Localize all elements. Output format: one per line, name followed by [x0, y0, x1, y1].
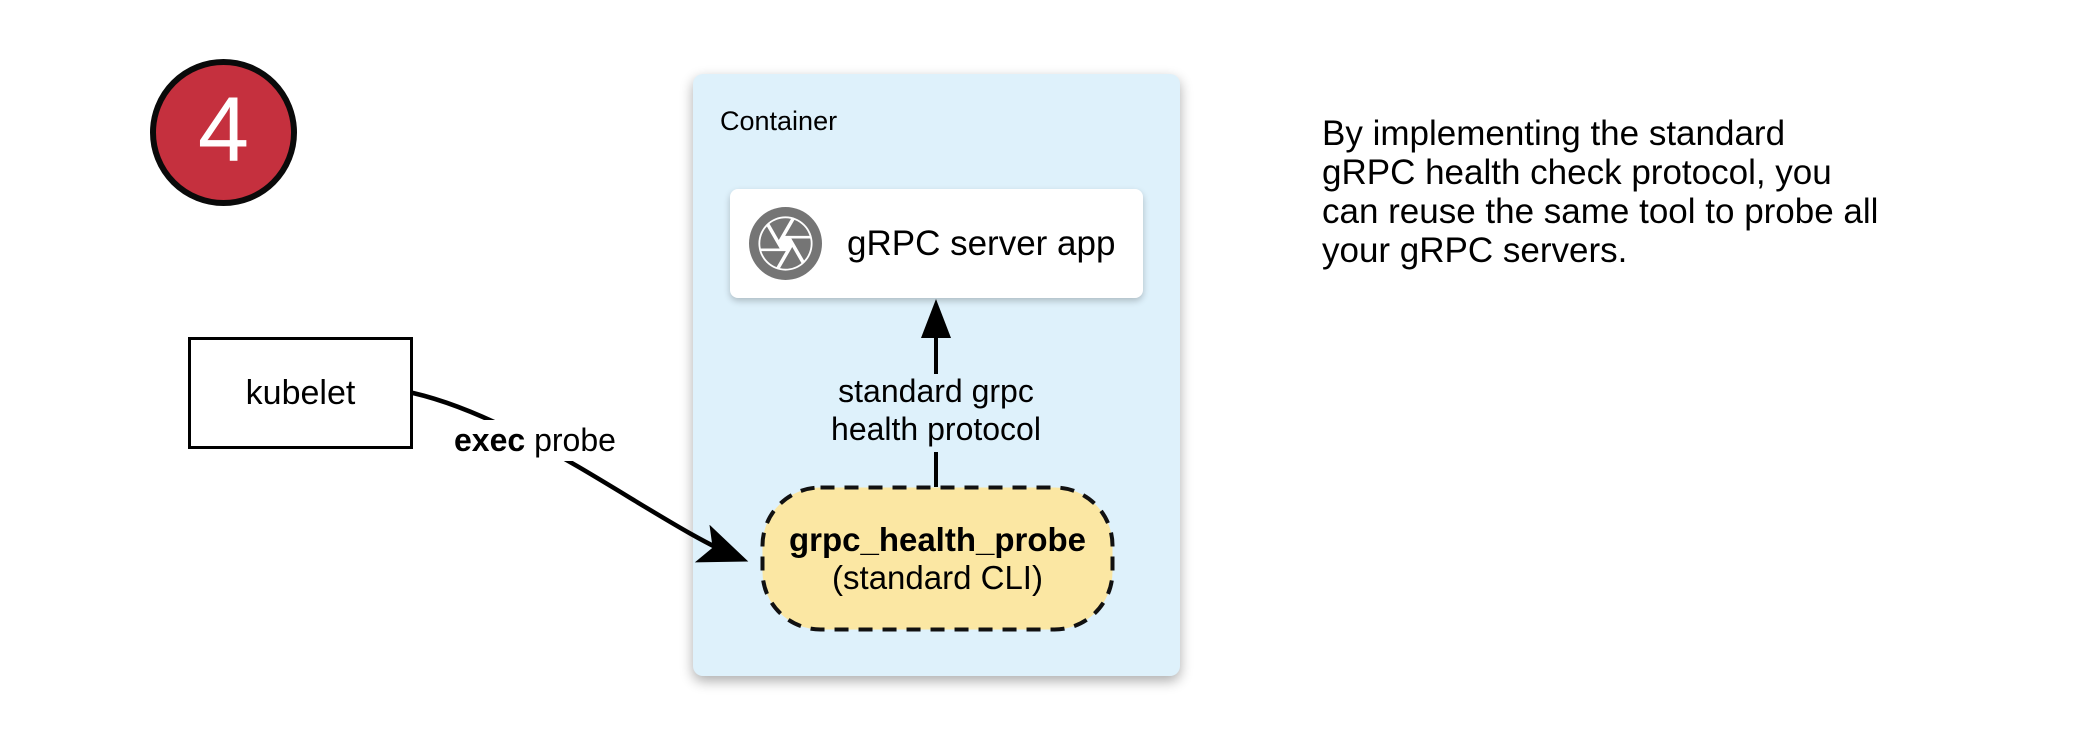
step-number: 4: [197, 78, 250, 181]
container-node: Container gRPC server app grpc_health_pr…: [693, 74, 1180, 676]
exec-probe-label-bold: exec: [454, 422, 526, 458]
step-number-badge: 4: [150, 59, 297, 206]
kubelet-node: kubelet: [188, 337, 413, 449]
side-note-line: your gRPC servers.: [1322, 231, 1628, 270]
health-protocol-label-line1: standard grpc: [838, 373, 1034, 409]
camera-aperture-icon: [749, 207, 822, 280]
exec-probe-edge-label: exec probe: [446, 420, 624, 461]
side-note-line: By implementing the standard: [1322, 114, 1786, 153]
container-label: Container: [720, 106, 838, 136]
probe-pill-dashed-border: [760, 485, 1115, 632]
side-note-line: gRPC health check protocol, you: [1322, 153, 1832, 192]
probe-subtitle: (standard CLI): [832, 558, 1043, 596]
grpc-health-probe-node: grpc_health_probe (standard CLI): [760, 485, 1115, 632]
probe-title: grpc_health_probe: [788, 520, 1087, 558]
kubelet-label: kubelet: [245, 373, 356, 412]
side-note-line: can reuse the same tool to probe all: [1322, 192, 1879, 231]
health-protocol-label-line2: health protocol: [831, 411, 1041, 447]
health-protocol-edge-label: standard grpc health protocol: [636, 372, 1236, 448]
exec-probe-label-rest: probe: [525, 422, 616, 458]
grpc-server-node: gRPC server app: [730, 189, 1143, 298]
side-note: By implementing the standard gRPC health…: [1322, 114, 1878, 270]
grpc-server-label: gRPC server app: [847, 223, 1116, 263]
